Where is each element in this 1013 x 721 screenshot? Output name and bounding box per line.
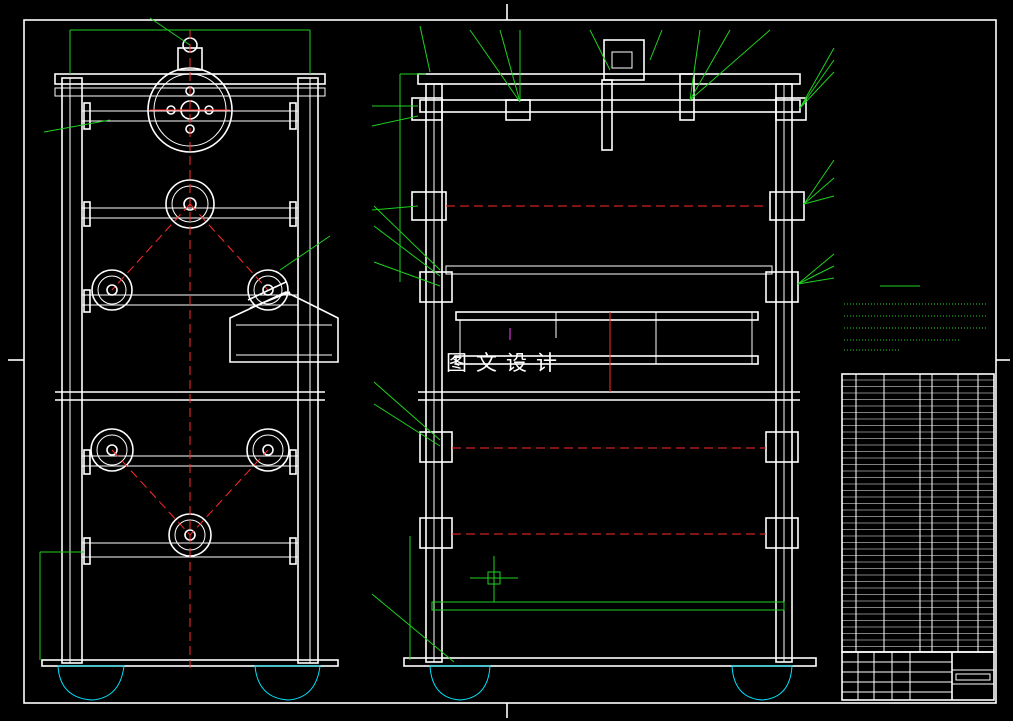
pulley-mid-right (247, 269, 289, 311)
left-side-view (39, 17, 339, 701)
pulley-low-left (90, 428, 134, 472)
drawing-frame (8, 4, 1010, 718)
technical-notes (844, 285, 988, 351)
pulley-mid-left (91, 269, 133, 311)
title-block (841, 651, 995, 701)
pulley-low-right (246, 428, 290, 472)
front-view (371, 25, 835, 701)
parts-list (841, 373, 995, 653)
parts-list-rows (842, 379, 994, 647)
watermark-text: 图文设计 (446, 351, 566, 375)
